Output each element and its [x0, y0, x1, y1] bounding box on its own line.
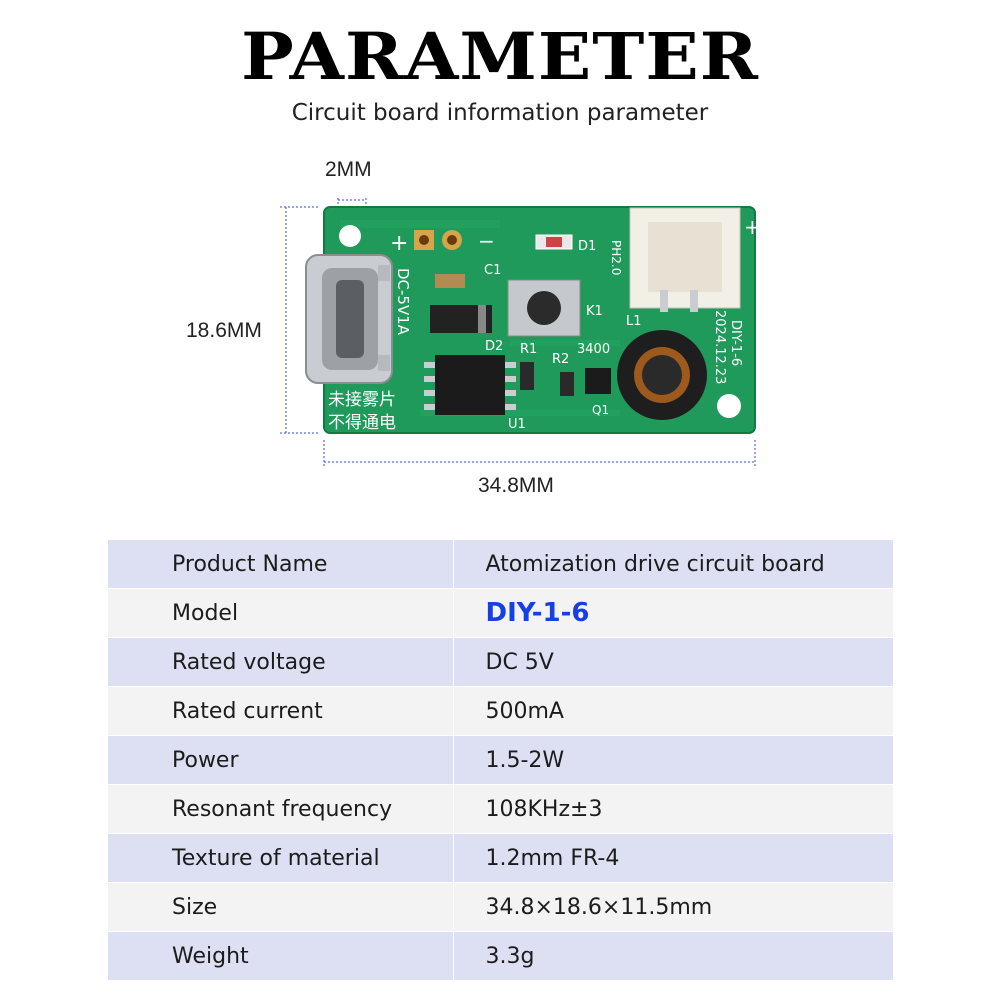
label-dc: DC-5V1A [394, 268, 412, 336]
label-model-mark: DIY-1-6 [728, 320, 743, 366]
param-label: Texture of material [108, 833, 454, 883]
param-value-model: DIY-1-6 [453, 588, 893, 638]
warning-line-1: 未接雾片 [328, 390, 396, 410]
board-width-label: 34.8MM [478, 474, 554, 497]
param-value: 3.3g [453, 931, 893, 981]
param-label: Size [108, 882, 454, 932]
label-ph: PH2.0 [609, 240, 623, 275]
param-value: 108KHz±3 [453, 784, 893, 834]
page-title: PARAMETER [241, 18, 759, 95]
param-label: Power [108, 735, 454, 785]
label-r1: R1 [520, 342, 537, 357]
svg-text:+: + [744, 215, 761, 239]
label-c1: C1 [484, 263, 501, 278]
label-d2: D2 [485, 339, 503, 354]
table-row: Power 1.5-2W [108, 735, 893, 785]
param-value: Atomization drive circuit board [453, 540, 893, 589]
usb-c-connector [305, 254, 393, 384]
label-l1: L1 [626, 314, 642, 329]
table-row: Weight 3.3g [108, 931, 893, 981]
circuit-board-image: + − D1 C1 DC-5V1A D2 K1 PH2.0 + L1 [270, 150, 770, 490]
table-row: Size 34.8×18.6×11.5mm [108, 882, 893, 932]
param-value: 1.2mm FR-4 [453, 833, 893, 883]
plus-mark: + [390, 231, 408, 256]
label-d1: D1 [578, 239, 596, 254]
param-label: Resonant frequency [108, 784, 454, 834]
param-label: Rated voltage [108, 637, 454, 687]
parameter-table: Product Name Atomization drive circuit b… [108, 540, 893, 981]
label-r2: R2 [552, 352, 569, 367]
param-value: 500mA [453, 686, 893, 736]
mounting-hole-left [339, 225, 361, 247]
label-u1: U1 [508, 417, 526, 432]
chip-u1 [424, 355, 516, 415]
minus-mark: − [478, 229, 495, 253]
warning-line-2: 不得通电 [328, 413, 396, 433]
label-date-mark: 2024.12.23 [712, 310, 727, 384]
label-q1: Q1 [592, 403, 609, 417]
table-row: Resonant frequency 108KHz±3 [108, 784, 893, 834]
param-label: Weight [108, 931, 454, 981]
table-row: Texture of material 1.2mm FR-4 [108, 833, 893, 883]
param-label: Product Name [108, 540, 454, 589]
param-label: Model [108, 588, 454, 638]
table-row: Model DIY-1-6 [108, 588, 893, 638]
page-subtitle: Circuit board information parameter [291, 100, 709, 126]
mounting-hole-right [717, 394, 741, 418]
table-row: Product Name Atomization drive circuit b… [108, 540, 893, 589]
label-r2-value: 3400 [577, 342, 610, 357]
table-row: Rated current 500mA [108, 686, 893, 736]
param-value: 34.8×18.6×11.5mm [453, 882, 893, 932]
board-height-label: 18.6MM [186, 319, 262, 342]
label-k1: K1 [586, 304, 603, 319]
param-value: DC 5V [453, 637, 893, 687]
param-value: 1.5-2W [453, 735, 893, 785]
param-label: Rated current [108, 686, 454, 736]
hole-width-label: 2MM [325, 158, 372, 181]
table-row: Rated voltage DC 5V [108, 637, 893, 687]
